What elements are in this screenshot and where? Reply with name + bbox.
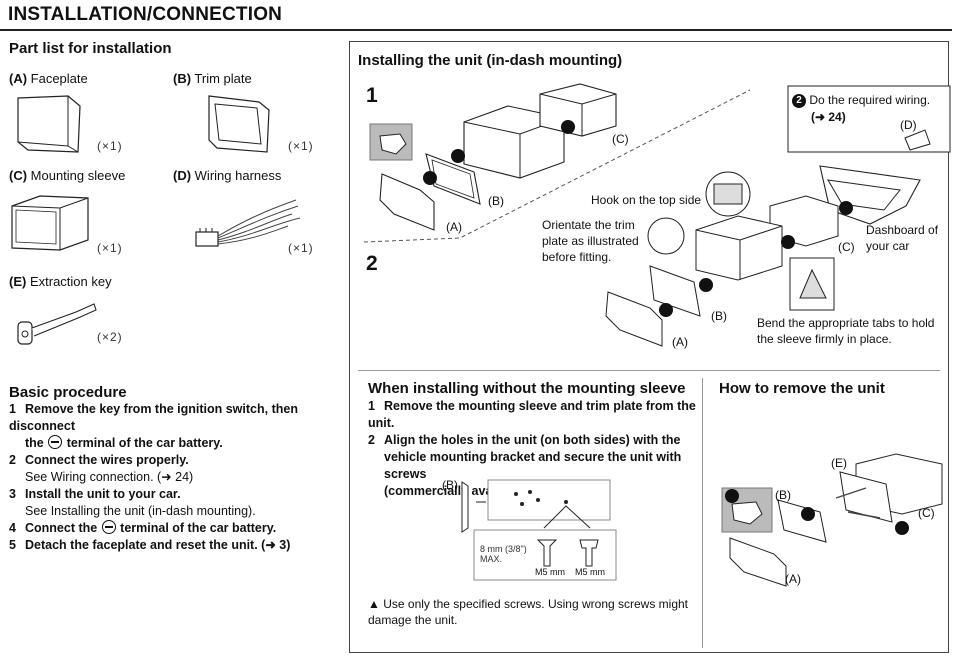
part-a-qty: (×1) — [97, 139, 123, 153]
label-a-remove: (A) — [785, 572, 801, 586]
warning-icon: ▲ — [368, 597, 380, 611]
step-1-number: 1 — [366, 84, 378, 107]
panel-divider — [358, 370, 940, 371]
minus-terminal-icon — [48, 435, 63, 449]
in-dash-mounting-diagram — [363, 83, 951, 347]
bend-tabs-note: Bend the appropriate tabs to hold the sl… — [757, 316, 935, 346]
marker-2-icon: 2 — [792, 93, 806, 108]
part-c-qty: (×1) — [97, 241, 123, 255]
panel-vertical-divider — [702, 378, 703, 648]
label-b-step1: (B) — [488, 194, 504, 208]
in-dash-heading: Installing the unit (in-dash mounting) — [358, 52, 623, 69]
wiring-harness-illustration — [195, 199, 301, 247]
without-sleeve-step-2b: vehicle mounting bracket and secure the … — [384, 450, 682, 481]
screw-2-size: M5 mm — [575, 567, 605, 577]
trim-plate-illustration — [208, 95, 270, 153]
label-c-top: (C) — [612, 132, 629, 146]
warning-note: ▲ Use only the specified screws. Using w… — [368, 597, 689, 627]
wiring-note: 2 Do the required wiring. — [792, 92, 930, 108]
part-e-qty: (×2) — [97, 330, 123, 344]
screw-max-label: 8 mm (3/8") MAX. — [480, 544, 527, 564]
remove-unit-heading: How to remove the unit — [719, 380, 885, 397]
installation-panel — [349, 41, 949, 653]
procedure-step-1-cont: the terminal of the car battery. — [25, 435, 223, 450]
part-e-label: (E) Extraction key — [9, 274, 112, 289]
screw-1-size: M5 mm — [535, 567, 565, 577]
basic-procedure-heading: Basic procedure — [9, 384, 127, 401]
label-c-step2: (C) — [838, 240, 855, 254]
part-c-label: (C) Mounting sleeve — [9, 168, 126, 183]
page-title: INSTALLATION/CONNECTION — [8, 4, 283, 25]
mounting-sleeve-illustration — [11, 195, 89, 251]
extraction-key-illustration — [17, 303, 97, 345]
minus-terminal-icon — [101, 520, 116, 534]
step-2-number: 2 — [366, 252, 378, 275]
label-b-step2: (B) — [711, 309, 727, 323]
title-rule — [0, 29, 952, 31]
screw-diagram — [461, 479, 617, 581]
part-a-label: (A) Faceplate — [9, 71, 88, 86]
label-d: (D) — [900, 118, 917, 132]
label-e-remove: (E) — [831, 456, 847, 470]
part-list-heading: Part list for installation — [9, 40, 172, 57]
label-a-step1: (A) — [446, 220, 462, 234]
hook-label: Hook on the top side — [591, 193, 702, 207]
orientate-note: Orientate the trim plate as illustrated … — [542, 218, 639, 264]
faceplate-illustration — [17, 95, 81, 153]
procedure-step-2-sub: See Wiring connection. (➜ 24) — [25, 470, 194, 484]
label-b-remove: (B) — [775, 488, 791, 502]
label-a-step2: (A) — [672, 335, 688, 349]
dashboard-note: Dashboard of your car — [866, 223, 939, 253]
without-sleeve-heading: When installing without the mounting sle… — [368, 380, 686, 397]
procedure-step-3-sub: See Installing the unit (in-dash mountin… — [25, 504, 256, 518]
label-c-remove: (C) — [918, 506, 935, 520]
wiring-note-ref: (➜ 24) — [811, 110, 846, 124]
label-b-screw: (B) — [442, 478, 458, 492]
part-d-label: (D) Wiring harness — [173, 168, 282, 183]
part-d-qty: (×1) — [288, 241, 314, 255]
part-b-qty: (×1) — [288, 139, 314, 153]
remove-unit-diagram — [721, 453, 943, 587]
part-b-label: (B) Trim plate — [173, 71, 252, 86]
